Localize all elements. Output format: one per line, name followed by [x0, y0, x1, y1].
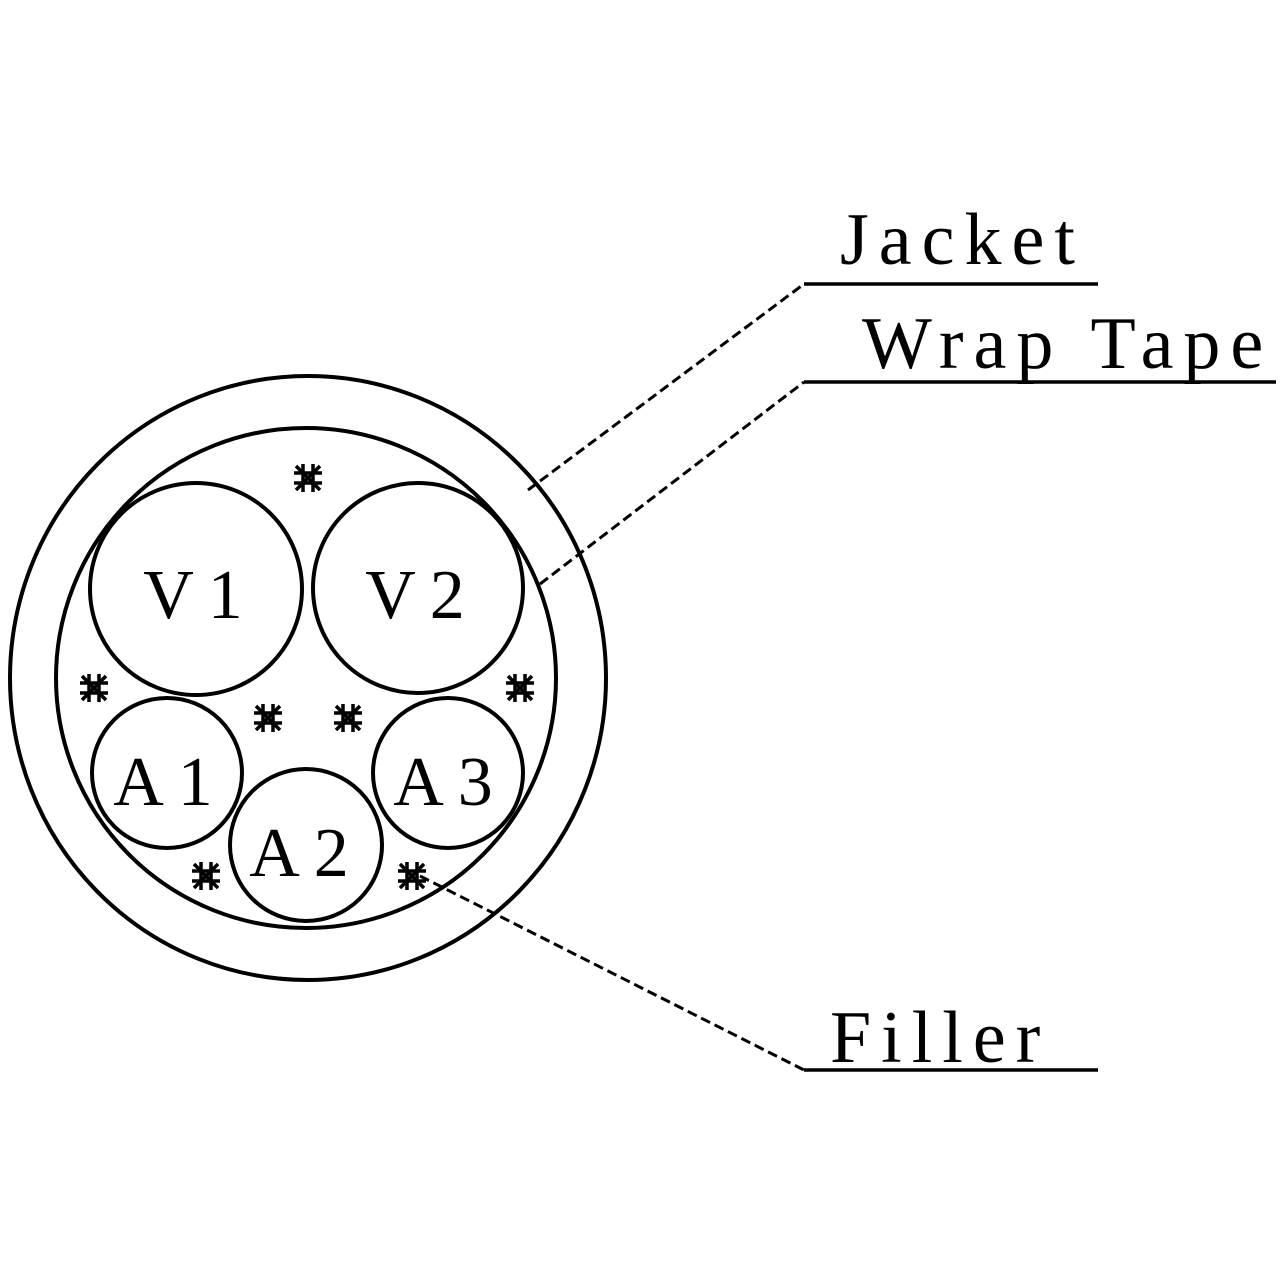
filler-leader-line — [419, 874, 805, 1072]
filler-mark — [254, 704, 282, 732]
wrap-tape-leader-line — [539, 380, 805, 586]
conductor-label-a2: A2 — [249, 815, 363, 892]
conductor-a3 — [371, 696, 525, 850]
filler-mark — [334, 704, 362, 732]
filler-mark — [80, 674, 108, 702]
conductor-label-a3: A3 — [393, 744, 507, 821]
conductor-label-a1: A1 — [113, 744, 227, 821]
wrap-tape-outline — [54, 426, 558, 930]
conductor-label-v2: V2 — [365, 557, 479, 634]
filler-mark — [398, 862, 426, 890]
conductor-v1 — [88, 481, 304, 697]
jacket-leader-line — [527, 282, 805, 492]
filler-markings — [80, 464, 534, 890]
filler-mark — [192, 862, 220, 890]
conductor-label-v1: V1 — [143, 557, 257, 634]
conductor-v2 — [311, 481, 525, 695]
wrap-tape-label: Wrap Tape — [862, 303, 1273, 385]
jacket-outline — [8, 374, 608, 982]
filler-mark — [506, 674, 534, 702]
filler-mark — [294, 464, 322, 492]
jacket-label: Jacket — [840, 199, 1085, 281]
conductor-a1 — [90, 696, 244, 850]
filler-label: Filler — [830, 997, 1050, 1079]
conductor-a2 — [228, 767, 384, 923]
